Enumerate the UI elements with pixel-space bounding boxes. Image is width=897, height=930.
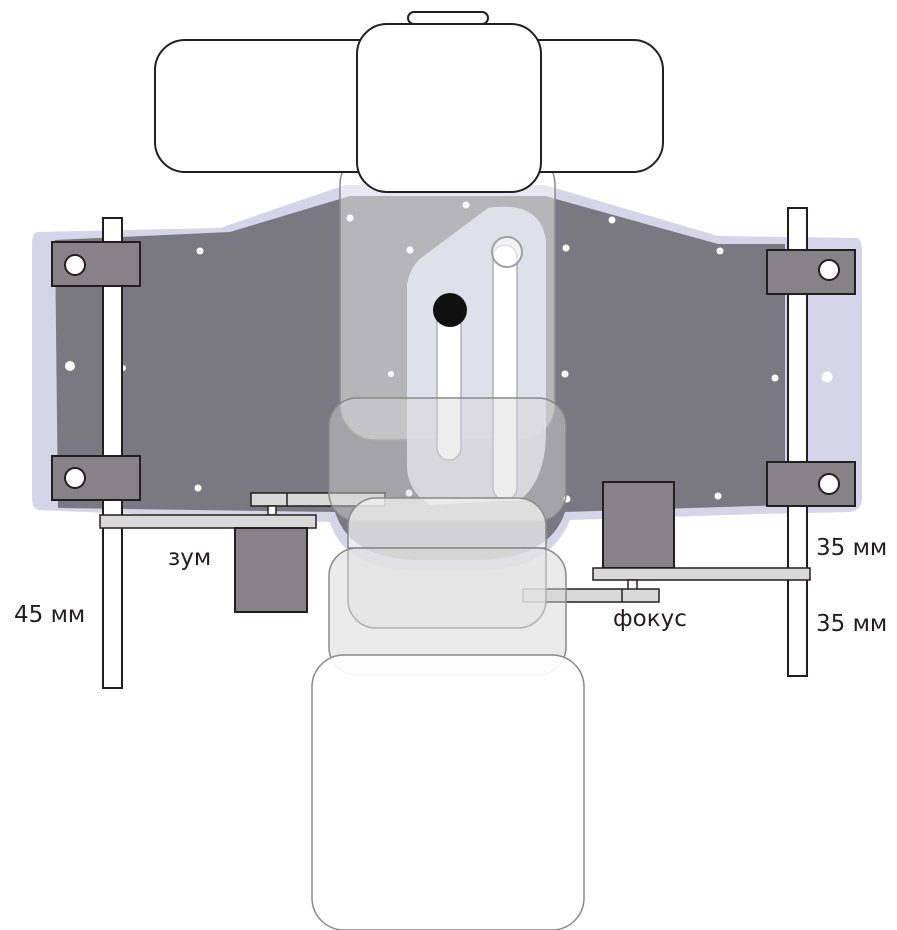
hot-shoe [407,11,489,25]
right-clamp-bottom-hole [818,473,840,495]
slot-ring [491,236,523,268]
left-rod [102,217,123,689]
mount-screw [433,293,467,327]
left-clamp-bottom-hole [64,467,86,489]
focus-bracket [592,567,811,581]
right-rod [787,207,808,677]
right-clamp-bottom [766,461,856,507]
zoom-shaft [267,505,277,516]
left-clamp-bottom [51,455,141,501]
left-clamp-top-hole [64,254,86,276]
left-dimension-label: 45 мм [14,602,85,628]
focus-label: фокус [613,606,687,632]
right-clamp-top [766,249,856,295]
right-clamp-top-hole [818,259,840,281]
right-dimension-label-top: 35 мм [816,535,887,561]
zoom-label: зум [168,545,211,571]
right-dimension-label-bottom: 35 мм [816,611,887,637]
focus-motor [602,481,675,569]
zoom-bracket [99,514,317,529]
zoom-motor [234,527,308,613]
lens-barrel [311,654,585,930]
camera-viewfinder [356,23,542,193]
